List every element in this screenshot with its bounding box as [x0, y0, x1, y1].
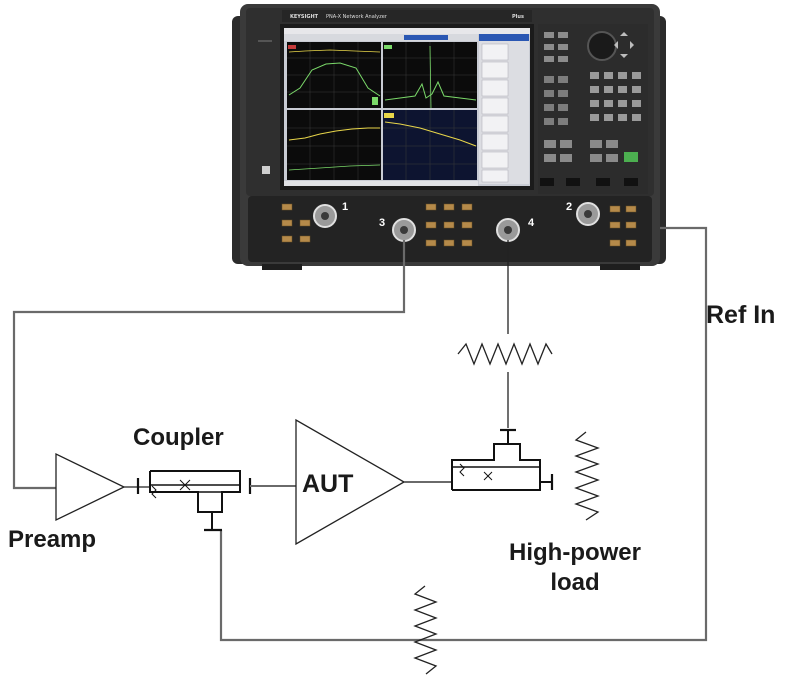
- port-2-connector[interactable]: [577, 203, 599, 225]
- preamp: [56, 454, 150, 520]
- key[interactable]: [558, 44, 568, 50]
- softkey[interactable]: [482, 152, 508, 168]
- key[interactable]: [558, 32, 568, 38]
- numeric-key[interactable]: [604, 114, 613, 121]
- port-label-3: 3: [379, 217, 385, 229]
- numeric-key[interactable]: [590, 114, 599, 121]
- port-3-connector[interactable]: [393, 219, 415, 241]
- preamp-label: Preamp: [8, 528, 96, 552]
- key[interactable]: [544, 56, 554, 62]
- numeric-key[interactable]: [632, 114, 641, 121]
- coupler-label: Coupler: [133, 426, 224, 450]
- key[interactable]: [544, 44, 554, 50]
- numeric-key[interactable]: [632, 86, 641, 93]
- numeric-key[interactable]: [604, 86, 613, 93]
- port-4-connector[interactable]: [497, 219, 519, 241]
- key[interactable]: [544, 32, 554, 38]
- softkey[interactable]: [482, 116, 508, 132]
- numeric-key[interactable]: [590, 86, 599, 93]
- softkey[interactable]: [482, 80, 508, 96]
- numeric-key[interactable]: [604, 72, 613, 79]
- brand-logo: KEYSIGHT: [290, 14, 319, 20]
- rotary-knob[interactable]: [588, 32, 616, 60]
- ref-in-label: Ref In: [706, 303, 775, 328]
- usb-port: [262, 166, 270, 174]
- softkey[interactable]: [482, 98, 508, 114]
- model-text: PNA-X Network Analyzer: [326, 14, 388, 20]
- numeric-key[interactable]: [590, 100, 599, 107]
- numeric-key[interactable]: [618, 72, 627, 79]
- network-analyzer: KEYSIGHT PNA-X Network Analyzer Plus: [232, 4, 666, 270]
- ref-attenuator: [415, 586, 436, 674]
- numeric-key[interactable]: [632, 72, 641, 79]
- attenuator-top: [458, 344, 552, 364]
- softkey[interactable]: [482, 62, 508, 78]
- softkey[interactable]: [482, 134, 508, 150]
- softkey[interactable]: [482, 44, 508, 60]
- preamp-triangle: [56, 454, 124, 520]
- key[interactable]: [558, 56, 568, 62]
- high-power-load-resistor: [576, 432, 598, 520]
- numeric-key[interactable]: [632, 100, 641, 107]
- port4-line: [458, 240, 552, 428]
- high-power-load-label: High-power load: [500, 538, 650, 598]
- port-label-1: 1: [342, 201, 348, 213]
- numeric-key[interactable]: [618, 114, 627, 121]
- softkey[interactable]: [482, 170, 508, 182]
- port-label-2: 2: [566, 201, 572, 213]
- preset-key[interactable]: [624, 152, 638, 162]
- input-coupler: [138, 471, 250, 530]
- numeric-key[interactable]: [604, 100, 613, 107]
- numeric-key[interactable]: [618, 86, 627, 93]
- aut-label: AUT: [302, 472, 353, 497]
- port-1-connector[interactable]: [314, 205, 336, 227]
- numeric-key[interactable]: [590, 72, 599, 79]
- plus-label: Plus: [512, 14, 524, 20]
- numeric-key[interactable]: [618, 100, 627, 107]
- port-label-4: 4: [528, 217, 535, 229]
- output-coupler: [452, 430, 552, 490]
